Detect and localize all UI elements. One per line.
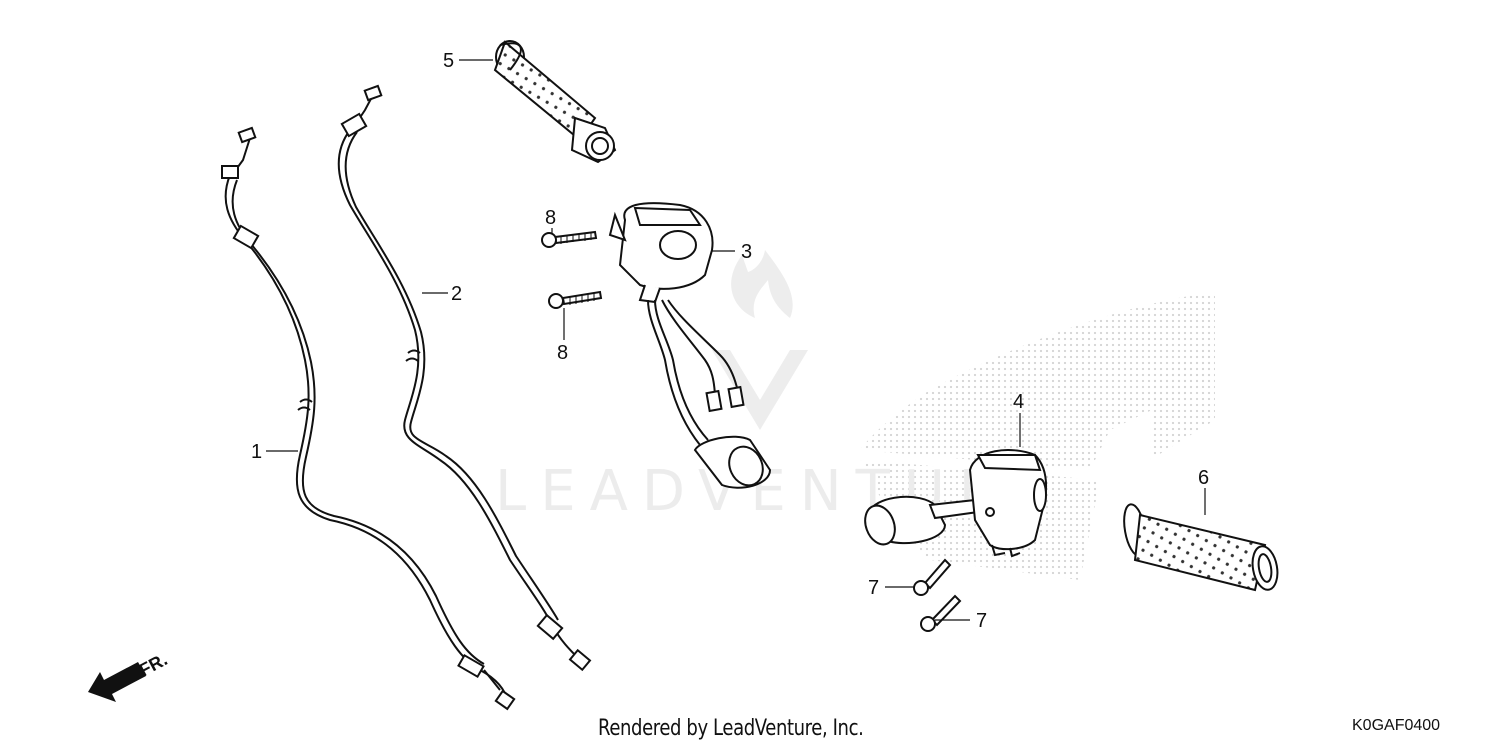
screw-8-lower (548, 290, 603, 309)
callout-4: 4 (1013, 391, 1024, 413)
callout-3: 3 (741, 241, 752, 263)
leader-lines (266, 59, 1206, 621)
callout-2: 2 (451, 283, 462, 305)
switch-housing-left-4 (864, 449, 1048, 558)
arrow-left-icon (88, 662, 146, 702)
callout-5: 5 (443, 50, 454, 72)
callout-labels: 1 2 3 4 5 6 7 7 8 8 (251, 50, 1209, 632)
diagram-code: K0GAF0400 (1352, 717, 1441, 734)
grip-right-6 (1123, 503, 1279, 592)
grip-left-5 (493, 40, 617, 164)
callout-7-upper: 7 (868, 577, 879, 599)
callout-1: 1 (251, 441, 262, 463)
callout-8-lower: 8 (557, 342, 568, 364)
bolt-7-lower (920, 594, 962, 632)
callout-7-lower: 7 (976, 610, 987, 632)
bolt-7-upper (913, 558, 952, 596)
callout-6: 6 (1198, 467, 1209, 489)
throttle-cable-2 (337, 84, 592, 672)
switch-housing-right-3 (608, 202, 772, 489)
throttle-cable-1 (221, 126, 516, 711)
front-direction-arrow: FR. (88, 649, 171, 702)
screw-8-upper (541, 230, 598, 248)
callout-8-upper: 8 (545, 207, 556, 229)
render-credit: Rendered by LeadVenture, Inc. (598, 716, 864, 741)
